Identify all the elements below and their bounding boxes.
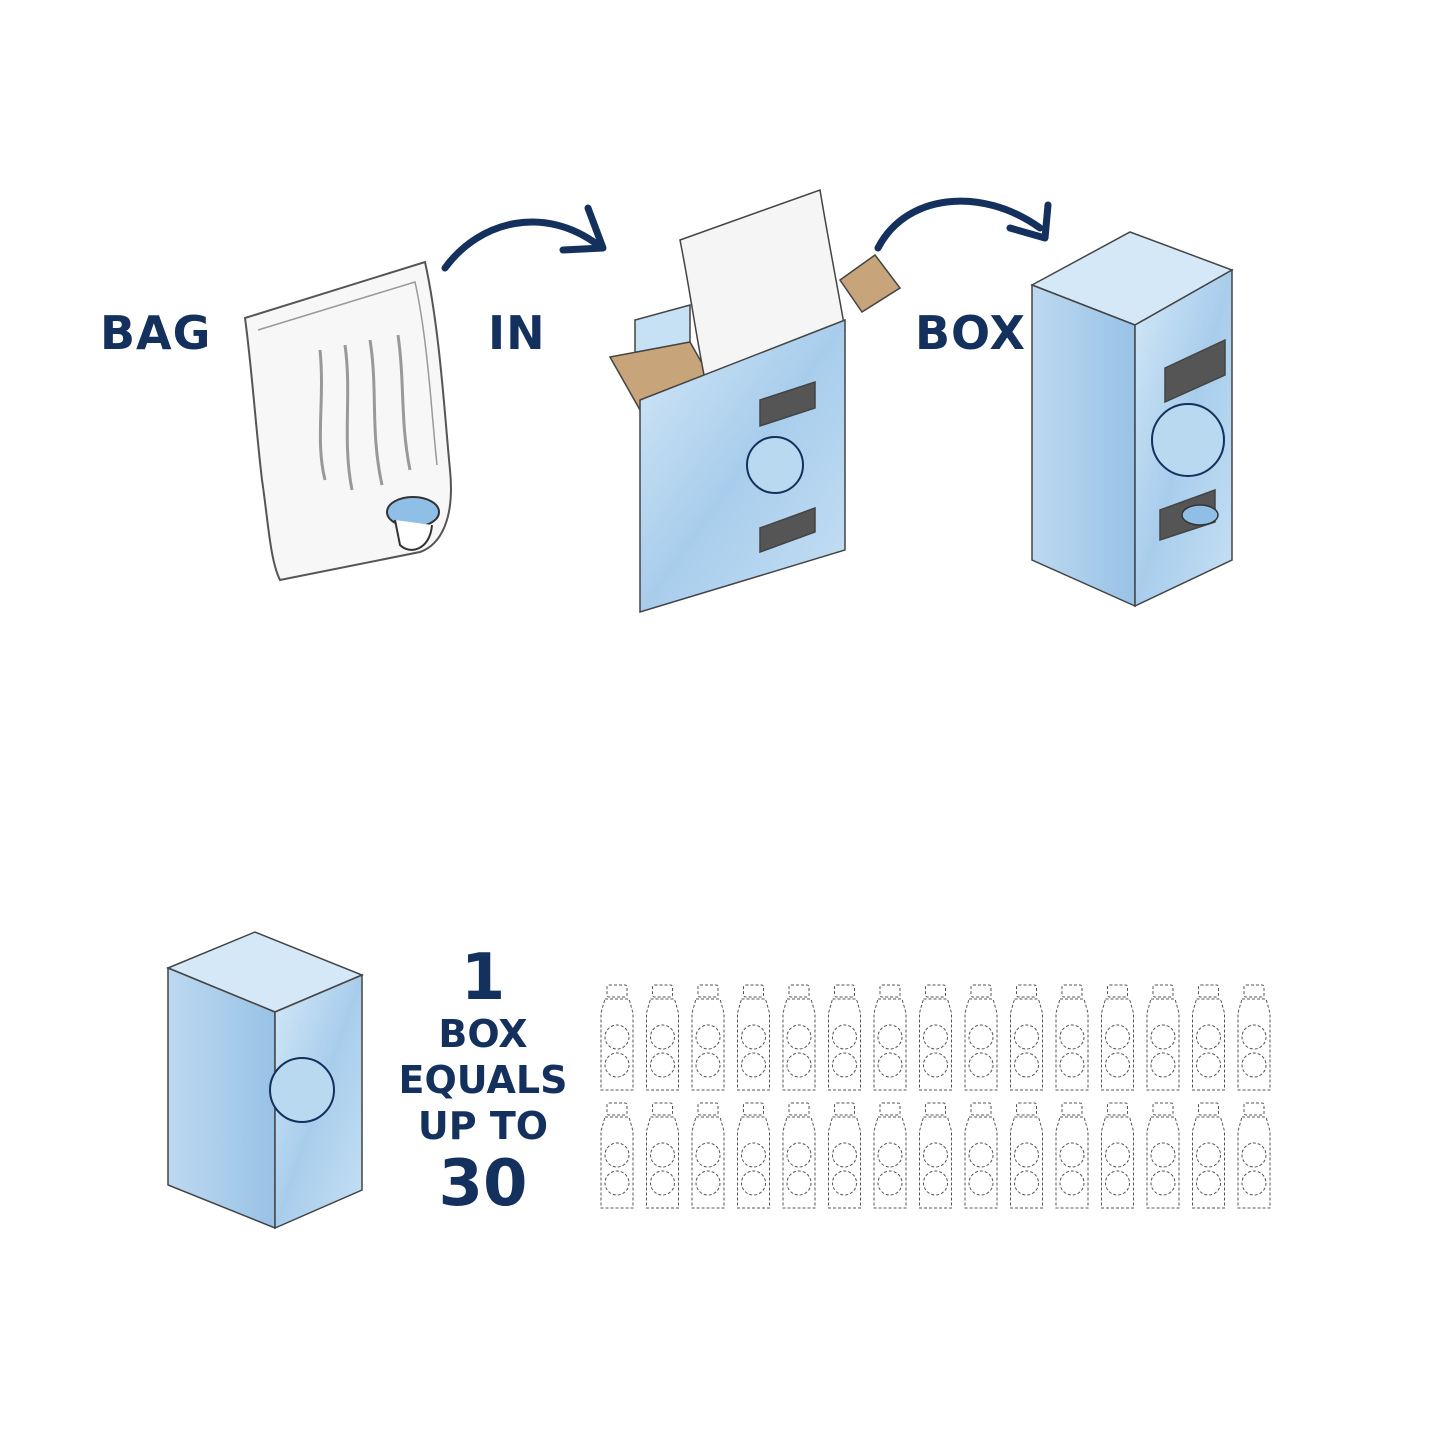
equation-number: 30 [438,1147,528,1221]
closed-box-icon [166,931,364,1230]
bottle-grid [600,984,1271,1209]
bottle-icon [646,1102,679,1209]
bottle-icon [1237,984,1271,1091]
bottle-icon [919,984,952,1091]
bottle-icon [1101,1102,1134,1209]
bag-icon [243,260,452,582]
equation-count: 1 [460,941,506,1015]
bottle-icon [600,1102,634,1209]
bottle-icon [1055,1102,1089,1209]
bottle-icon [782,984,816,1091]
bottle-icon [737,984,770,1091]
bottle-icon [964,984,998,1091]
label-in: IN [488,306,546,360]
equation-line1: BOX [438,1012,528,1056]
bottle-icon [1010,1102,1043,1209]
bottle-icon [964,1102,998,1209]
closed-box-icon [1030,231,1234,608]
label-bag: BAG [100,306,212,360]
bottle-icon [737,1102,770,1209]
bottle-icon [828,984,861,1091]
bottle-icon [782,1102,816,1209]
bottle-icon [600,984,634,1091]
equation-line3: UP TO [417,1104,549,1148]
bottle-icon [691,984,725,1091]
bottle-icon [1192,984,1225,1091]
bottle-icon [1146,1102,1180,1209]
bottle-icon [919,1102,952,1209]
arrow-icon [874,197,1044,252]
bottle-icon [1192,1102,1225,1209]
bottle-icon [691,1102,725,1209]
bottle-icon [1101,984,1134,1091]
open-box-icon [608,188,902,614]
bottle-icon [828,1102,861,1209]
bottle-icon [1010,984,1043,1091]
bottle-icon [1146,984,1180,1091]
bottle-icon [1055,984,1089,1091]
bottle-icon [873,984,907,1091]
label-box: BOX [915,306,1026,360]
bottle-icon [873,1102,907,1209]
arrow-icon [441,218,602,272]
bottle-icon [646,984,679,1091]
equation-text: 1 BOX EQUALS UP TO 30 [398,945,568,1219]
bottle-icon [1237,1102,1271,1209]
equation-line2: EQUALS [398,1058,568,1102]
